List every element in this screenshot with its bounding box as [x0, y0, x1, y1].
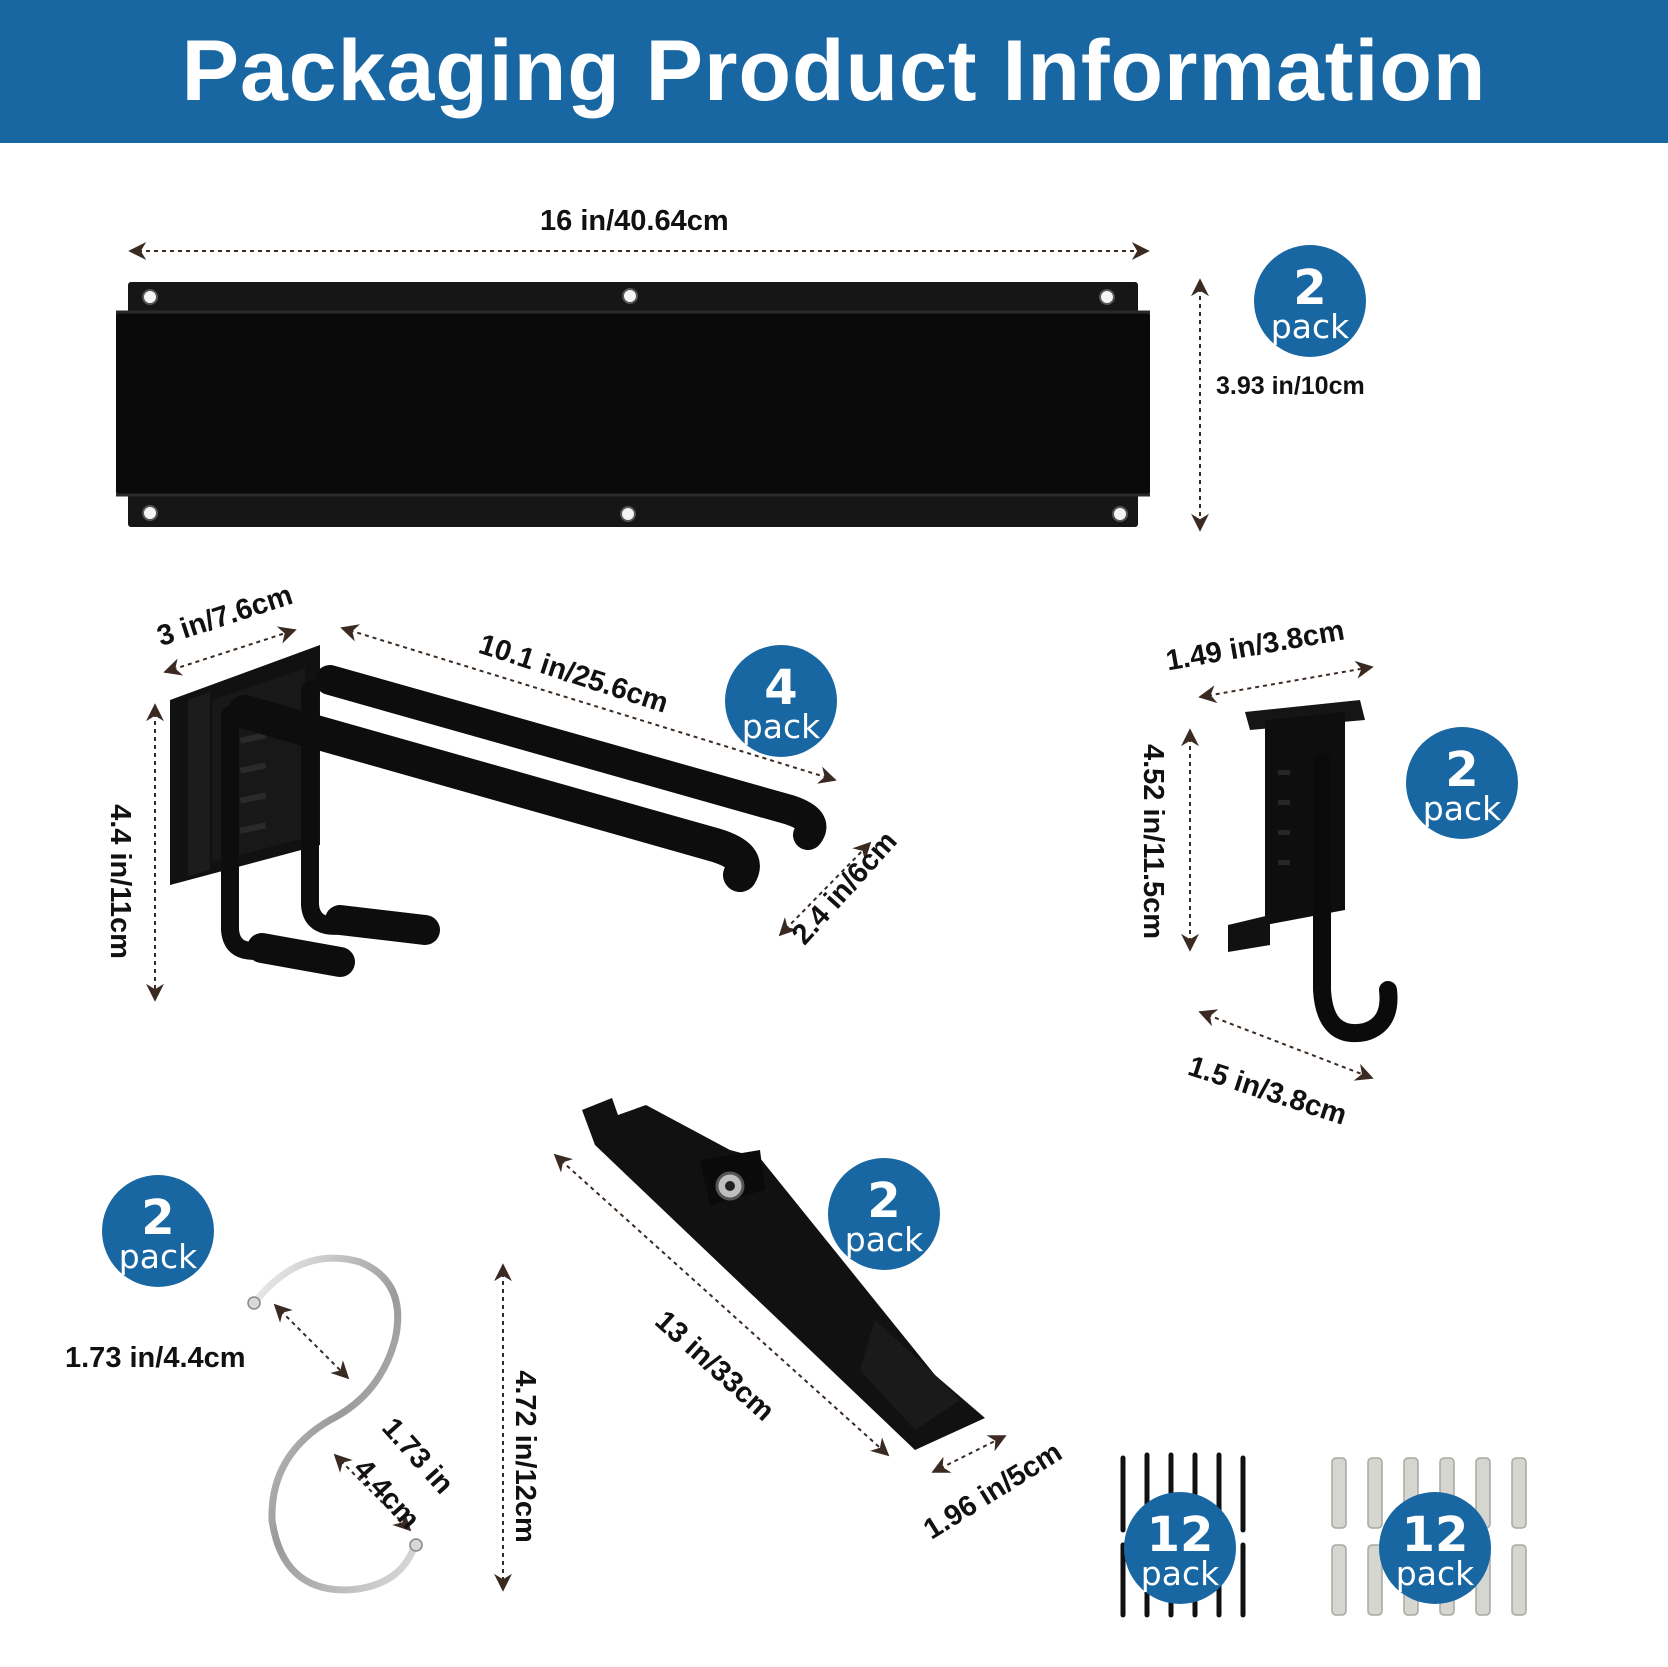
pack-unit: pack — [1270, 306, 1350, 346]
pack-unit: pack — [1395, 1553, 1475, 1593]
pack-unit: pack — [844, 1219, 924, 1259]
double-hook-height-label: 4.4 in/11cm — [103, 804, 136, 959]
strap-pack-badge: 2 pack — [828, 1158, 940, 1270]
pack-unit: pack — [1422, 788, 1502, 828]
pack-count: 12 — [1401, 1506, 1469, 1563]
pack-unit: pack — [741, 706, 821, 746]
screws-pack-badge: 12 pack — [1124, 1492, 1236, 1604]
pack-count: 2 — [1445, 741, 1479, 798]
double-hook-illustration — [170, 645, 827, 977]
pack-count: 2 — [141, 1189, 175, 1246]
j-hook-illustration — [1228, 700, 1398, 1043]
pack-count: 2 — [1293, 259, 1327, 316]
strap-illustration — [582, 1098, 985, 1450]
pack-unit: pack — [1140, 1553, 1220, 1593]
header-banner: Packaging Product Information — [0, 0, 1668, 143]
anchors-pack-badge: 12 pack — [1379, 1492, 1491, 1604]
double-hook-pack-badge: 4 pack — [725, 645, 837, 757]
pack-count: 4 — [764, 659, 798, 716]
rail-length-label: 16 in/40.64cm — [540, 205, 729, 237]
s-hook-opening-label: 1.73 in/4.4cm — [65, 1342, 246, 1374]
pack-count: 12 — [1146, 1506, 1214, 1563]
s-hook-illustration — [247, 1254, 423, 1594]
s-hook-pack-badge: 2 pack — [102, 1175, 214, 1287]
rail-illustration — [116, 282, 1150, 527]
rail-pack-badge: 2 pack — [1254, 245, 1366, 357]
rail-height-label: 3.93 in/10cm — [1216, 372, 1365, 400]
j-hook-pack-badge: 2 pack — [1406, 727, 1518, 839]
j-hook-height-label: 4.52 in/11.5cm — [1137, 743, 1170, 940]
pack-count: 2 — [867, 1172, 901, 1229]
page-title: Packaging Product Information — [181, 23, 1487, 119]
s-hook-height-label: 4.72 in/12cm — [508, 1370, 541, 1543]
pack-unit: pack — [118, 1236, 198, 1276]
